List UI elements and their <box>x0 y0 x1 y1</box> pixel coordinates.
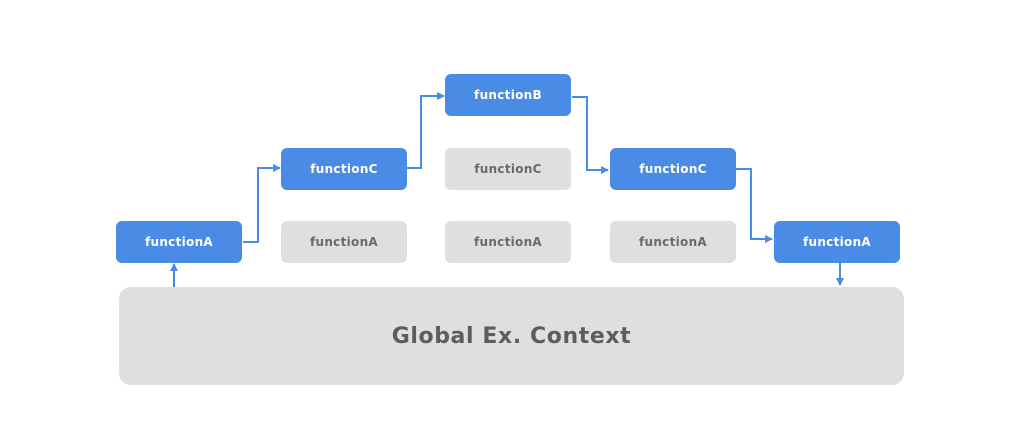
stage3-functionA-frame: functionA <box>445 221 571 263</box>
arrow-functionC-to-functionB <box>407 92 445 169</box>
stage4-functionA-frame: functionA <box>610 221 736 263</box>
stage2-functionA-frame: functionA <box>281 221 407 263</box>
arrow-functionA-to-functionC <box>243 164 281 243</box>
global-execution-context-label: Global Ex. Context <box>391 323 632 349</box>
stage1-functionA-frame: functionA <box>116 221 242 263</box>
stage5-functionA-frame: functionA <box>774 221 900 263</box>
stage3-functionC-frame: functionC <box>445 148 571 190</box>
stage3-functionB-frame: functionB <box>445 74 571 116</box>
global-execution-context: Global Ex. Context <box>119 287 904 385</box>
stage2-functionC-frame: functionC <box>281 148 407 190</box>
arrow-functionC-to-functionA <box>736 168 773 243</box>
arrow-functionB-to-functionC <box>572 96 609 174</box>
stage4-functionC-frame: functionC <box>610 148 736 190</box>
